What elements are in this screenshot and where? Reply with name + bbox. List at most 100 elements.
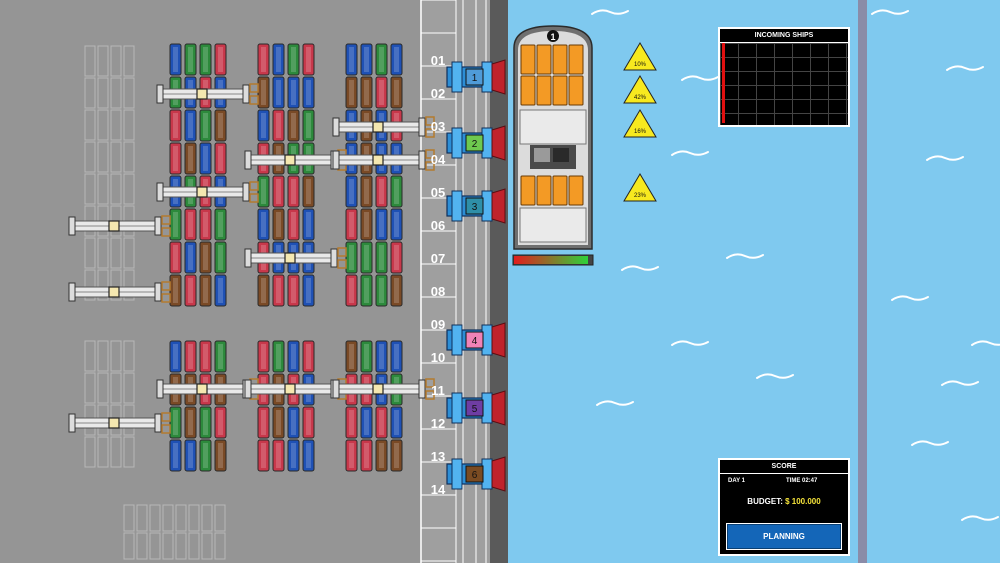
warning-icon[interactable]: 42% bbox=[623, 75, 657, 104]
berth-number: 12 bbox=[431, 416, 445, 431]
berth-number: 01 bbox=[431, 53, 445, 68]
berth-number: 09 bbox=[431, 317, 445, 332]
container bbox=[360, 439, 373, 472]
empty-slot bbox=[136, 504, 148, 532]
wave bbox=[961, 515, 999, 521]
yard-gantry-crane[interactable] bbox=[332, 149, 435, 171]
container bbox=[345, 175, 358, 208]
cargo-ship[interactable]: 1 bbox=[513, 25, 593, 250]
ship-container bbox=[568, 44, 584, 75]
empty-slot bbox=[110, 269, 122, 301]
container bbox=[345, 406, 358, 439]
yard-gantry-crane[interactable] bbox=[244, 247, 347, 269]
container bbox=[199, 142, 212, 175]
incoming-ships-title: INCOMING SHIPS bbox=[720, 29, 848, 43]
quay-crane[interactable]: 2 bbox=[446, 125, 506, 161]
empty-slot bbox=[123, 237, 135, 269]
container bbox=[360, 175, 373, 208]
container bbox=[272, 439, 285, 472]
quay-crane[interactable]: 6 bbox=[446, 456, 506, 492]
container bbox=[199, 208, 212, 241]
container bbox=[169, 142, 182, 175]
empty-slot bbox=[97, 77, 109, 109]
container bbox=[360, 43, 373, 76]
crane-number-badge bbox=[465, 331, 484, 349]
berth-number: 06 bbox=[431, 218, 445, 233]
yard-gantry-crane[interactable] bbox=[332, 116, 435, 138]
empty-slot bbox=[110, 109, 122, 141]
container bbox=[302, 439, 315, 472]
container bbox=[272, 76, 285, 109]
empty-slot bbox=[123, 141, 135, 173]
quay-crane[interactable]: 3 bbox=[446, 188, 506, 224]
planning-button[interactable]: PLANNING bbox=[726, 523, 842, 550]
container bbox=[257, 274, 270, 307]
wave bbox=[971, 340, 1000, 346]
wave bbox=[891, 295, 929, 301]
yard-gantry-crane[interactable] bbox=[332, 378, 435, 400]
container bbox=[272, 274, 285, 307]
crane-number-badge bbox=[465, 465, 484, 483]
container bbox=[184, 439, 197, 472]
container bbox=[184, 109, 197, 142]
empty-slot bbox=[110, 372, 122, 404]
wave bbox=[681, 75, 719, 81]
berth-number: 11 bbox=[431, 383, 445, 398]
container bbox=[390, 43, 403, 76]
empty-slot bbox=[149, 504, 161, 532]
crane-number: 5 bbox=[472, 404, 478, 415]
container bbox=[257, 406, 270, 439]
yard-gantry-crane[interactable] bbox=[68, 412, 171, 434]
warning-percent: 16% bbox=[634, 129, 647, 135]
container bbox=[214, 406, 227, 439]
yard-gantry-crane[interactable] bbox=[68, 215, 171, 237]
warning-icon[interactable]: 16% bbox=[623, 109, 657, 138]
ship-container bbox=[520, 175, 536, 206]
container bbox=[169, 340, 182, 373]
crane-number: 4 bbox=[472, 336, 478, 347]
quay-crane[interactable]: 1 bbox=[446, 59, 506, 95]
warning-icon[interactable]: 10% bbox=[623, 42, 657, 71]
warning-icon[interactable]: 23% bbox=[623, 173, 657, 202]
score-title: SCORE bbox=[720, 460, 848, 474]
container bbox=[199, 109, 212, 142]
container bbox=[272, 43, 285, 76]
container bbox=[360, 406, 373, 439]
container bbox=[257, 208, 270, 241]
empty-slot bbox=[84, 436, 96, 468]
container bbox=[257, 109, 270, 142]
container bbox=[345, 76, 358, 109]
container bbox=[214, 109, 227, 142]
empty-slot bbox=[201, 532, 213, 560]
container bbox=[214, 340, 227, 373]
berth-number: 04 bbox=[431, 152, 446, 167]
container bbox=[302, 175, 315, 208]
wave bbox=[596, 400, 634, 406]
container bbox=[390, 406, 403, 439]
empty-slot bbox=[97, 340, 109, 372]
empty-slot bbox=[214, 532, 226, 560]
empty-slot bbox=[97, 269, 109, 301]
yard-gantry-crane[interactable] bbox=[156, 181, 259, 203]
wave bbox=[671, 150, 709, 156]
container bbox=[184, 340, 197, 373]
container bbox=[287, 175, 300, 208]
quay-crane[interactable]: 5 bbox=[446, 390, 506, 426]
wave bbox=[726, 253, 764, 259]
yard-gantry-crane[interactable] bbox=[68, 281, 171, 303]
container bbox=[287, 76, 300, 109]
empty-slot bbox=[123, 269, 135, 301]
berth-number: 07 bbox=[431, 251, 445, 266]
container bbox=[302, 274, 315, 307]
empty-slot bbox=[110, 77, 122, 109]
ship-number: 1 bbox=[550, 32, 555, 42]
budget-display: BUDGET: $ 100.000 bbox=[720, 497, 848, 506]
container bbox=[375, 43, 388, 76]
ship-container bbox=[568, 175, 584, 206]
empty-slot bbox=[175, 504, 187, 532]
yard-gantry-crane[interactable] bbox=[156, 83, 259, 105]
budget-label: BUDGET: bbox=[747, 497, 783, 506]
quay-crane[interactable]: 4 bbox=[446, 322, 506, 358]
container bbox=[287, 274, 300, 307]
wave bbox=[911, 440, 949, 446]
